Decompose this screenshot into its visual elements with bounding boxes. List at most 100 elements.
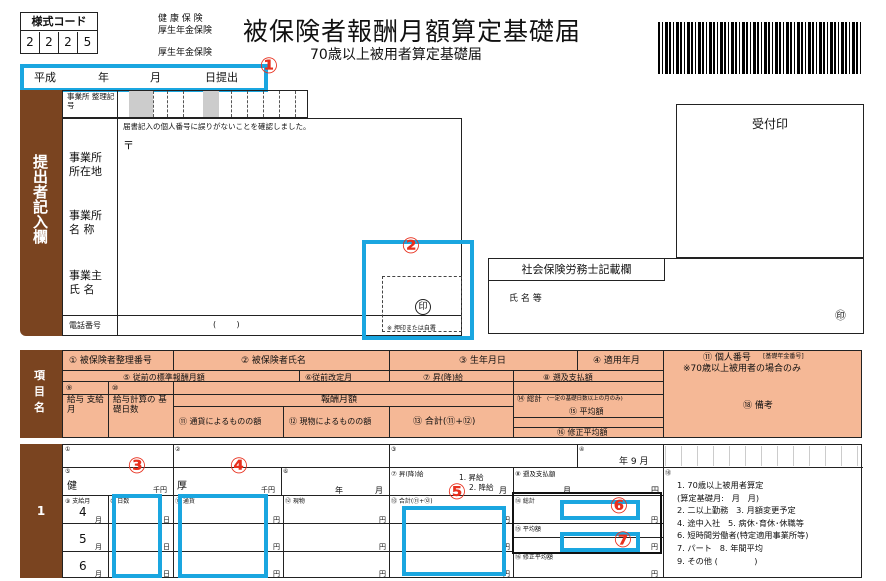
cell-9-label: ⑨ 支給月 <box>65 498 91 505</box>
header-col-8: ⑧ 遡及支払額 <box>543 373 593 382</box>
remark-item: 1. 70歳以上被用者算定 <box>677 480 764 490</box>
month-unit-3: 月 <box>95 570 102 578</box>
submitter-section-label-bg: 提出者記入欄 <box>20 90 62 336</box>
total-yen-1: 円 <box>503 516 510 524</box>
annotation-number-5: ⑤ <box>447 480 467 505</box>
header-col-4: ④ 適用年月 <box>593 356 640 366</box>
header-col-11-note: [基礎年金番号] <box>763 353 804 360</box>
adjusted-average-yen: 円 <box>651 570 658 578</box>
thousand-yen-1: 千円 <box>153 486 167 494</box>
phone-parens: ( ) <box>213 320 240 329</box>
total-yen-2: 円 <box>503 543 510 551</box>
form-code-digit: 5 <box>83 35 92 49</box>
sum-yen: 円 <box>651 516 658 524</box>
items-header: ① 被保険者整理番号 ② 被保険者氏名 ③ 生年月日 ④ 適用年月 ⑪ 個人番号… <box>62 350 862 438</box>
remark-item: 6. 短時間労働者(特定適用事業所等) <box>677 530 809 541</box>
office-code-label: 事業所 整理記号 <box>67 92 115 110</box>
cash-yen-1: 円 <box>273 516 280 524</box>
remarks-list: 1. 70歳以上被用者算定 (算定基礎月: 月 月) 2. 二以上勤務 3. 月… <box>677 479 863 567</box>
reduction-option: 2. 降給 <box>469 483 494 492</box>
header-col-9-label: 給与 支給月 <box>67 395 104 415</box>
remark-item: 7. パート 8. 年間平均 <box>677 542 763 553</box>
confirm-note: 届書記入の個人番号に誤りがないことを確認しました。 <box>123 122 311 131</box>
header-col-15: ⑮ 平均額 <box>569 407 604 416</box>
raise-option: 1. 昇給 <box>459 473 484 482</box>
year-label: 年 <box>98 71 109 84</box>
day-unit-1: 日 <box>163 516 170 524</box>
cell-13-label: ⑬ 合計(⑪+⑫) <box>391 498 433 505</box>
thousand-yen-2: 千円 <box>261 486 275 494</box>
header-col-11: ⑪ 個人番号 <box>703 353 751 363</box>
annotation-box-7 <box>560 532 640 552</box>
revision-month-label: 月 <box>375 486 383 495</box>
header-col-18: ⑱ 備考 <box>743 401 773 411</box>
pay-month-2: 5 <box>79 532 87 546</box>
sharoushi-header: 社会保険労務士記載欄 <box>489 259 665 281</box>
sum-frame <box>512 492 662 554</box>
cell-8-label: ⑧ 遡及支払額 <box>515 470 556 478</box>
annotation-box-4 <box>178 494 268 578</box>
average-yen: 円 <box>651 543 658 551</box>
form-code-digit: 2 <box>40 32 59 53</box>
form-code-label: 様式コード <box>21 13 97 31</box>
form-code-box: 様式コード 2 2 2 5 <box>20 12 98 54</box>
data-row[interactable]: ① ② ③ ④ 年 9 月 ⑤ 健 千円 厚 千円 ⑥ 年 月 ⑦ 昇(降)給 … <box>62 444 863 578</box>
health-label: 健 <box>67 481 77 492</box>
pay-month-3: 6 <box>79 559 87 573</box>
seal-area[interactable]: 印 ※ 押印または自署 <box>382 276 462 332</box>
month-unit-2: 月 <box>95 543 102 551</box>
annotation-number-7: ⑦ <box>613 528 633 553</box>
office-name-label: 事業所 名 称 <box>69 209 102 236</box>
pension-label: 厚 <box>177 481 187 492</box>
header-col-10-label: 給与計算の 基礎日数 <box>113 395 167 415</box>
cell-11-label: ⑪ 通貨 <box>175 498 195 505</box>
postal-mark: 〒 <box>123 139 134 152</box>
remuneration-label: 報酬月額 <box>321 395 358 405</box>
annotation-box-6 <box>560 500 640 520</box>
row-number-bg: 1 <box>20 444 62 578</box>
cell-15-label: ⑮ 平均額 <box>515 526 541 533</box>
owner-name-label: 事業主 氏 名 <box>69 269 102 296</box>
header-col-10: ⑩ <box>112 384 119 392</box>
office-code-row: 事業所 整理記号 <box>62 90 308 118</box>
pay-month-1: 4 <box>79 505 87 519</box>
month-unit-1: 月 <box>95 516 102 524</box>
row-number: 1 <box>36 504 46 518</box>
header-col-3: ③ 生年月日 <box>459 356 506 366</box>
sharoushi-seal: ㊞ <box>835 309 846 322</box>
cell-18-label: ⑱ <box>665 470 672 477</box>
received-stamp-box: 受付印 <box>676 104 864 258</box>
raise-month-label: 月 <box>499 486 507 495</box>
cash-yen-3: 円 <box>273 570 280 578</box>
insurance-pension-label-2: 厚生年金保険 <box>158 48 213 58</box>
annotation-number-3: ③ <box>127 454 147 479</box>
retro-month-label: 月 <box>563 486 571 495</box>
date-line: 平成 年 月 日提出 <box>20 64 268 90</box>
annotation-number-2: ② <box>401 234 421 259</box>
year-month-value: 年 9 月 <box>619 457 649 467</box>
form-subtitle: 70歳以上被用者算定基礎届 <box>310 47 482 63</box>
header-col-2: ② 被保険者氏名 <box>241 356 306 366</box>
cell-14-label: ⑭ 総計 <box>515 498 535 505</box>
annotation-box-5 <box>402 506 506 576</box>
cell-6-label: ⑥ <box>283 468 289 475</box>
header-col-14: ⑭ 総計 <box>517 394 542 403</box>
cell-2-label: ② <box>175 446 181 453</box>
submitter-body: 届書記入の個人番号に誤りがないことを確認しました。 〒 事業所 所在地 事業所 … <box>62 118 462 336</box>
inkind-yen-2: 円 <box>379 543 386 551</box>
header-col-6: ⑥従前改定月 <box>305 373 353 382</box>
cell-12-label: ⑫ 現物 <box>285 498 305 505</box>
sharoushi-box: 社会保険労務士記載欄 氏 名 等 ㊞ <box>488 258 864 334</box>
revision-year-label: 年 <box>335 486 343 495</box>
submit-day-label: 日提出 <box>205 71 238 84</box>
insurance-pension-label: 厚生年金保険 <box>158 26 213 36</box>
address-label: 事業所 所在地 <box>69 151 102 178</box>
phone-label: 電話番号 <box>69 321 101 330</box>
submitter-section-label: 提出者記入欄 <box>31 154 49 244</box>
annotation-box-3 <box>112 494 162 578</box>
header-col-5: ⑤ 従前の標準報酬月額 <box>123 373 205 382</box>
annotation-number-6: ⑥ <box>609 494 629 519</box>
total-yen-3: 円 <box>503 570 510 578</box>
remark-item: 2. 二以上勤務 3. 月額変更予定 <box>677 505 796 516</box>
items-section-label: 項目名 <box>34 369 45 414</box>
